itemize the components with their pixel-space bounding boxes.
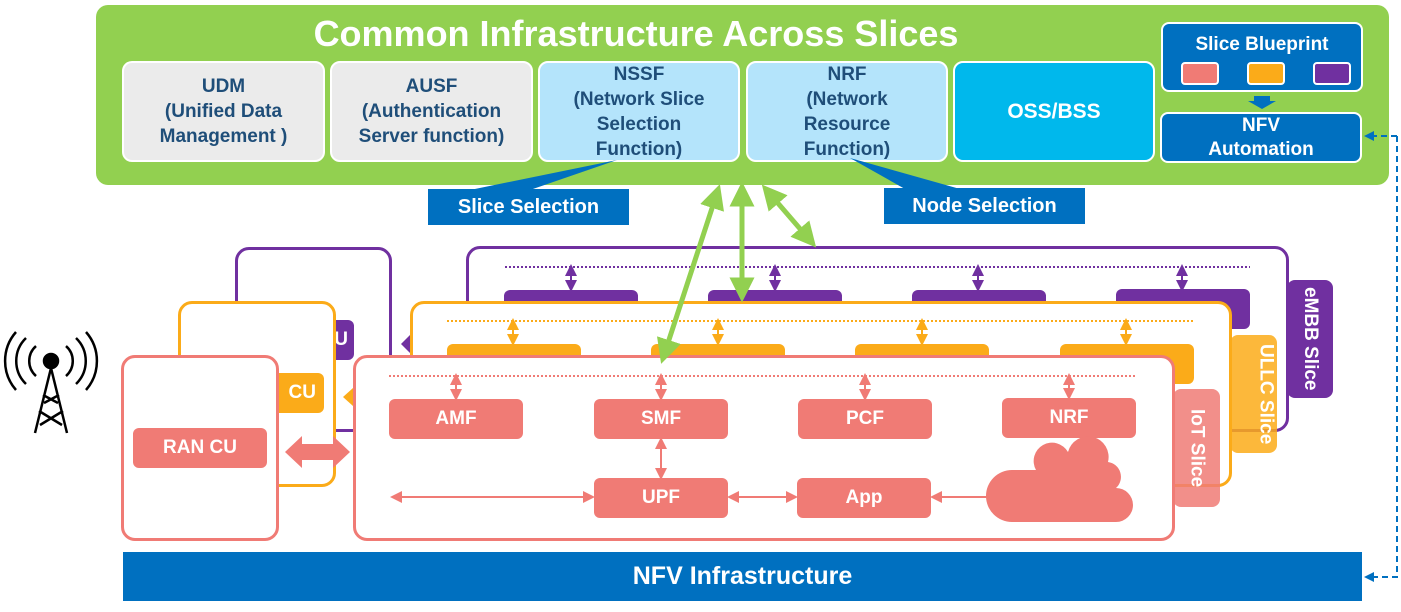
- ran-cu-ullc-label: CU: [288, 382, 316, 403]
- app-box[interactable]: App: [797, 478, 931, 518]
- udm-box[interactable]: UDM (Unified Data Management ): [122, 61, 325, 162]
- embb-slice-text: eMBB Slice: [1300, 287, 1321, 391]
- nfv-automation-box[interactable]: NFV Automation: [1160, 112, 1362, 163]
- oss-bss-label: OSS/BSS: [1007, 100, 1101, 123]
- udm-desc: (Unified Data Management ): [159, 101, 288, 147]
- embb-pointer: [401, 335, 410, 353]
- pcf-label: PCF: [846, 408, 884, 429]
- slice-selection-label: Slice Selection: [457, 195, 600, 218]
- node-selection-callout: Node Selection: [884, 188, 1085, 224]
- app-label: App: [845, 487, 883, 508]
- nrf-slice-label: NRF: [1049, 407, 1089, 428]
- iot-slice-frame: [353, 355, 1175, 541]
- nfv-infrastructure-label: NFV Infrastructure: [632, 562, 853, 590]
- smf-box[interactable]: SMF: [594, 399, 728, 439]
- ausf-name: AUSF: [405, 76, 458, 97]
- nssf-name: NSSF: [613, 63, 665, 85]
- nrf-slice-box[interactable]: NRF: [1002, 398, 1136, 438]
- node-selection-label: Node Selection: [912, 194, 1057, 217]
- nfv-infrastructure-bar[interactable]: NFV Infrastructure: [123, 552, 1362, 601]
- embb-slice-label: eMBB Slice: [1287, 280, 1333, 398]
- nssf-box[interactable]: NSSF (Network Slice Selection Function): [538, 61, 740, 162]
- ullc-slice-label: ULLC Slice: [1230, 335, 1277, 453]
- nfv-feedback-line: [1372, 136, 1398, 578]
- common-infrastructure-title: Common Infrastructure Across Slices: [313, 13, 959, 54]
- smf-label: SMF: [640, 408, 682, 429]
- amf-label: AMF: [435, 408, 477, 429]
- nrf-common-name: NRF: [827, 63, 867, 85]
- ausf-box[interactable]: AUSF (Authentication Server function): [330, 61, 533, 162]
- ran-cu-iot[interactable]: RAN CU: [133, 428, 267, 468]
- pcf-box[interactable]: PCF: [798, 399, 932, 439]
- blueprint-swatch-iot: [1181, 62, 1219, 85]
- nrf-common-box[interactable]: NRF (Network Resource Function): [746, 61, 948, 162]
- slice-selection-callout: Slice Selection: [428, 189, 629, 225]
- ran-cu-ullc[interactable]: CU: [270, 373, 324, 413]
- iot-slice-label: IoT Slice: [1173, 389, 1220, 507]
- slice-blueprint-title: Slice Blueprint: [1195, 34, 1329, 55]
- oss-bss-box[interactable]: OSS/BSS: [953, 61, 1155, 162]
- amf-box[interactable]: AMF: [389, 399, 523, 439]
- slice-blueprint-box[interactable]: Slice Blueprint: [1161, 22, 1363, 92]
- udm-name: UDM: [201, 76, 246, 97]
- ausf-desc: (Authentication Server function): [358, 101, 505, 147]
- blueprint-swatch-ullc: [1247, 62, 1285, 85]
- upf-label: UPF: [642, 487, 680, 508]
- nrf-common-desc: (Network Resource Function): [803, 88, 891, 160]
- ullc-slice-text: ULLC Slice: [1255, 343, 1277, 445]
- upf-box[interactable]: UPF: [594, 478, 728, 518]
- iot-slice-text: IoT Slice: [1186, 408, 1208, 488]
- nfv-automation-label: NFV Automation: [1208, 114, 1314, 160]
- feedback-arrowhead-bottom: [1364, 572, 1374, 582]
- ran-cu-label: RAN CU: [163, 437, 237, 458]
- blueprint-swatch-embb: [1313, 62, 1351, 85]
- antenna-tower-icon: [3, 331, 99, 434]
- nssf-desc: (Network Slice Selection Function): [573, 88, 705, 160]
